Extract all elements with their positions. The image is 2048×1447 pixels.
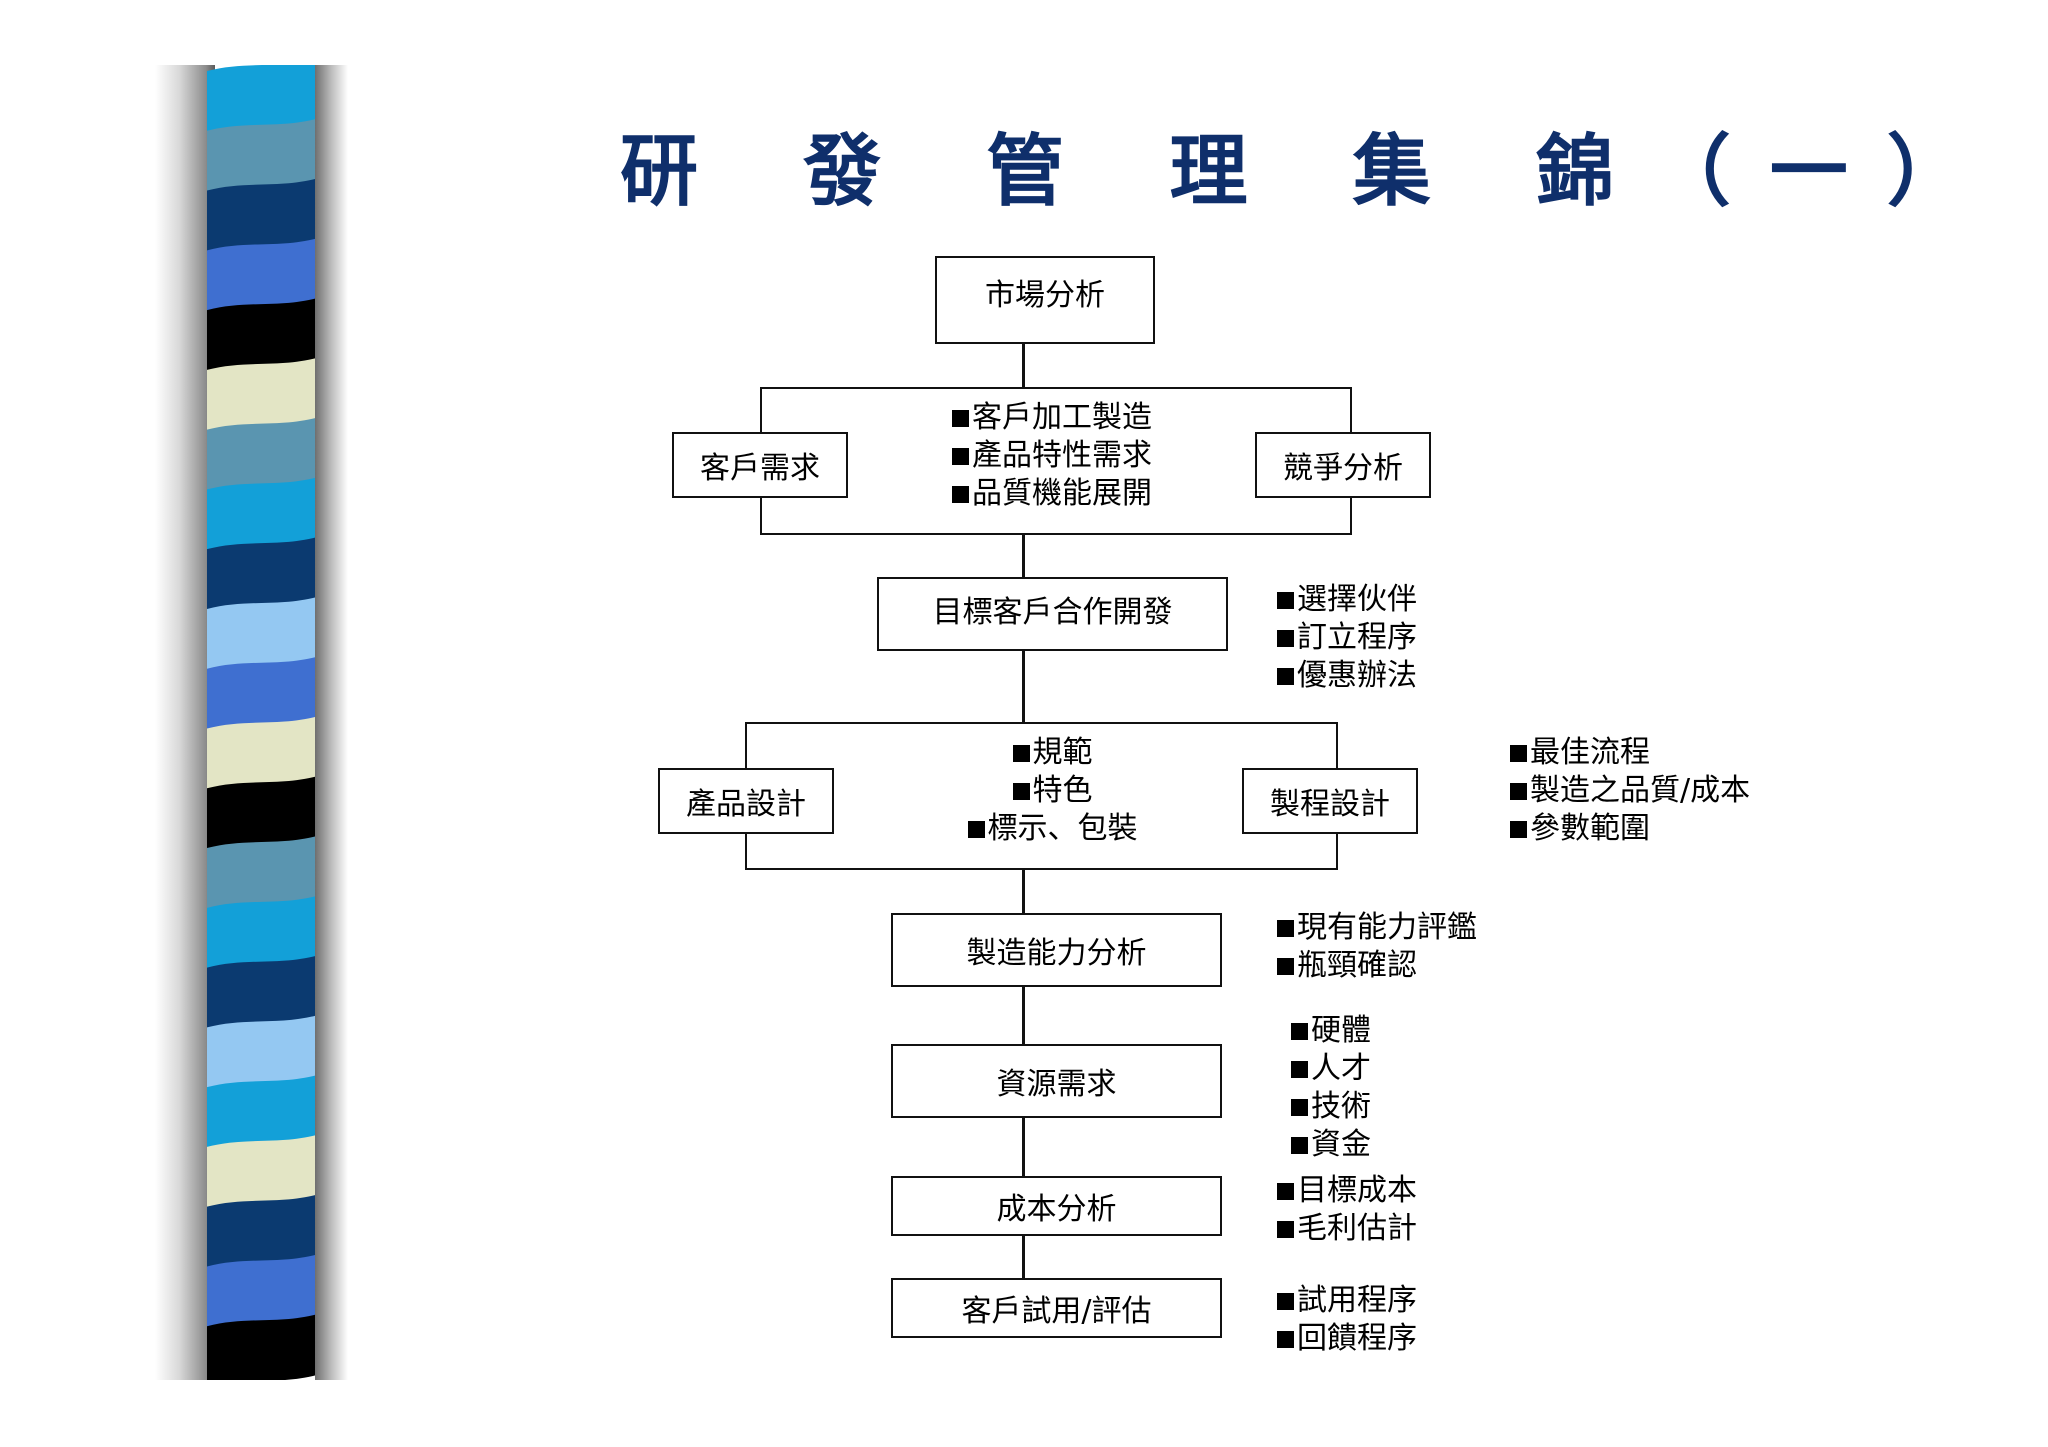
stripe-band — [207, 776, 317, 849]
square-bullet-icon — [1277, 958, 1294, 975]
list-item: 回饋程序 — [1277, 1320, 1417, 1358]
competition-analysis-box: 競爭分析 — [1255, 432, 1431, 498]
connector-line — [1022, 985, 1025, 1045]
customer-needs-box: 客戶需求 — [672, 432, 848, 498]
market-analysis-box: 市場分析 — [935, 256, 1155, 344]
stripe-band — [207, 119, 317, 192]
stripe-band — [207, 956, 317, 1029]
stripe-band — [207, 1135, 317, 1208]
stripe-bar-stripes — [207, 65, 317, 1380]
list-item: 目標成本 — [1277, 1172, 1417, 1210]
stripe-band — [207, 1075, 317, 1148]
cost-notes: 目標成本 毛利估計 — [1277, 1172, 1417, 1248]
square-bullet-icon — [952, 448, 969, 465]
customer-trial-box: 客戶試用/評估 — [891, 1278, 1222, 1338]
connector-line — [1022, 868, 1025, 913]
stage1-item-list: 客戶加工製造 產品特性需求 品質機能展開 — [952, 399, 1152, 513]
square-bullet-icon — [1291, 1137, 1308, 1154]
connector-line — [1022, 1235, 1025, 1280]
list-item: 產品特性需求 — [952, 437, 1152, 475]
connector-line — [1022, 650, 1025, 723]
product-design-box: 產品設計 — [658, 768, 834, 834]
resource-notes: 硬體 人才 技術 資金 — [1291, 1012, 1371, 1164]
list-item: 毛利估計 — [1277, 1210, 1417, 1248]
list-item: 優惠辦法 — [1277, 657, 1417, 695]
page-title: 研 發 管 理 集 錦（一） — [620, 122, 1580, 222]
connector-line — [1022, 343, 1025, 388]
list-item: 資金 — [1291, 1126, 1371, 1164]
square-bullet-icon — [1277, 1293, 1294, 1310]
square-bullet-icon — [1277, 1331, 1294, 1348]
target-cooperation-notes: 選擇伙伴 訂立程序 優惠辦法 — [1277, 581, 1417, 695]
connector-line — [1022, 533, 1025, 578]
square-bullet-icon — [1277, 630, 1294, 647]
square-bullet-icon — [1277, 1221, 1294, 1238]
list-item: 選擇伙伴 — [1277, 581, 1417, 619]
stripe-band — [207, 1015, 317, 1088]
resource-needs-box: 資源需求 — [891, 1044, 1222, 1118]
square-bullet-icon — [1277, 920, 1294, 937]
decorative-stripe-bar — [155, 65, 348, 1380]
capability-analysis-box: 製造能力分析 — [891, 913, 1222, 987]
design-item-list: 規範 特色 標示、包裝 — [935, 734, 1170, 848]
list-item: 規範 — [935, 734, 1170, 772]
stripe-band — [207, 477, 317, 550]
list-item: 硬體 — [1291, 1012, 1371, 1050]
list-item: 製造之品質/成本 — [1510, 772, 1750, 810]
square-bullet-icon — [1291, 1061, 1308, 1078]
stripe-band — [207, 298, 317, 371]
square-bullet-icon — [1510, 783, 1527, 800]
square-bullet-icon — [1277, 592, 1294, 609]
stripe-band — [207, 717, 317, 790]
stripe-band — [207, 65, 317, 132]
stripe-band — [207, 418, 317, 491]
stripe-band — [207, 836, 317, 909]
stripe-band — [207, 537, 317, 610]
process-design-box: 製程設計 — [1242, 768, 1418, 834]
square-bullet-icon — [1291, 1099, 1308, 1116]
target-cooperation-box: 目標客戶合作開發 — [877, 577, 1228, 651]
list-item: 現有能力評鑑 — [1277, 909, 1477, 947]
stripe-band — [207, 358, 317, 431]
square-bullet-icon — [952, 486, 969, 503]
stripe-band — [207, 896, 317, 969]
stripe-bar-shadow-right — [315, 65, 348, 1380]
square-bullet-icon — [1510, 821, 1527, 838]
connector-line — [1022, 1117, 1025, 1177]
square-bullet-icon — [968, 821, 985, 838]
capability-notes: 現有能力評鑑 瓶頸確認 — [1277, 909, 1477, 985]
list-item: 技術 — [1291, 1088, 1371, 1126]
list-item: 瓶頸確認 — [1277, 947, 1477, 985]
list-item: 最佳流程 — [1510, 734, 1750, 772]
stripe-band — [207, 1254, 317, 1327]
square-bullet-icon — [1277, 668, 1294, 685]
process-design-notes: 最佳流程 製造之品質/成本 參數範圍 — [1510, 734, 1750, 848]
stripe-band — [207, 179, 317, 252]
stripe-band — [207, 1195, 317, 1268]
list-item: 客戶加工製造 — [952, 399, 1152, 437]
stripe-band — [207, 597, 317, 670]
list-item: 特色 — [935, 772, 1170, 810]
trial-notes: 試用程序 回饋程序 — [1277, 1282, 1417, 1358]
list-item: 參數範圍 — [1510, 810, 1750, 848]
square-bullet-icon — [952, 410, 969, 427]
list-item: 標示、包裝 — [935, 810, 1170, 848]
list-item: 品質機能展開 — [952, 475, 1152, 513]
stripe-bar-shadow-left — [155, 65, 215, 1380]
stripe-band — [207, 1314, 317, 1380]
stripe-band — [207, 238, 317, 311]
list-item: 人才 — [1291, 1050, 1371, 1088]
list-item: 訂立程序 — [1277, 619, 1417, 657]
square-bullet-icon — [1510, 745, 1527, 762]
square-bullet-icon — [1013, 745, 1030, 762]
list-item: 試用程序 — [1277, 1282, 1417, 1320]
square-bullet-icon — [1291, 1023, 1308, 1040]
stripe-band — [207, 657, 317, 730]
square-bullet-icon — [1277, 1183, 1294, 1200]
cost-analysis-box: 成本分析 — [891, 1176, 1222, 1236]
square-bullet-icon — [1013, 783, 1030, 800]
